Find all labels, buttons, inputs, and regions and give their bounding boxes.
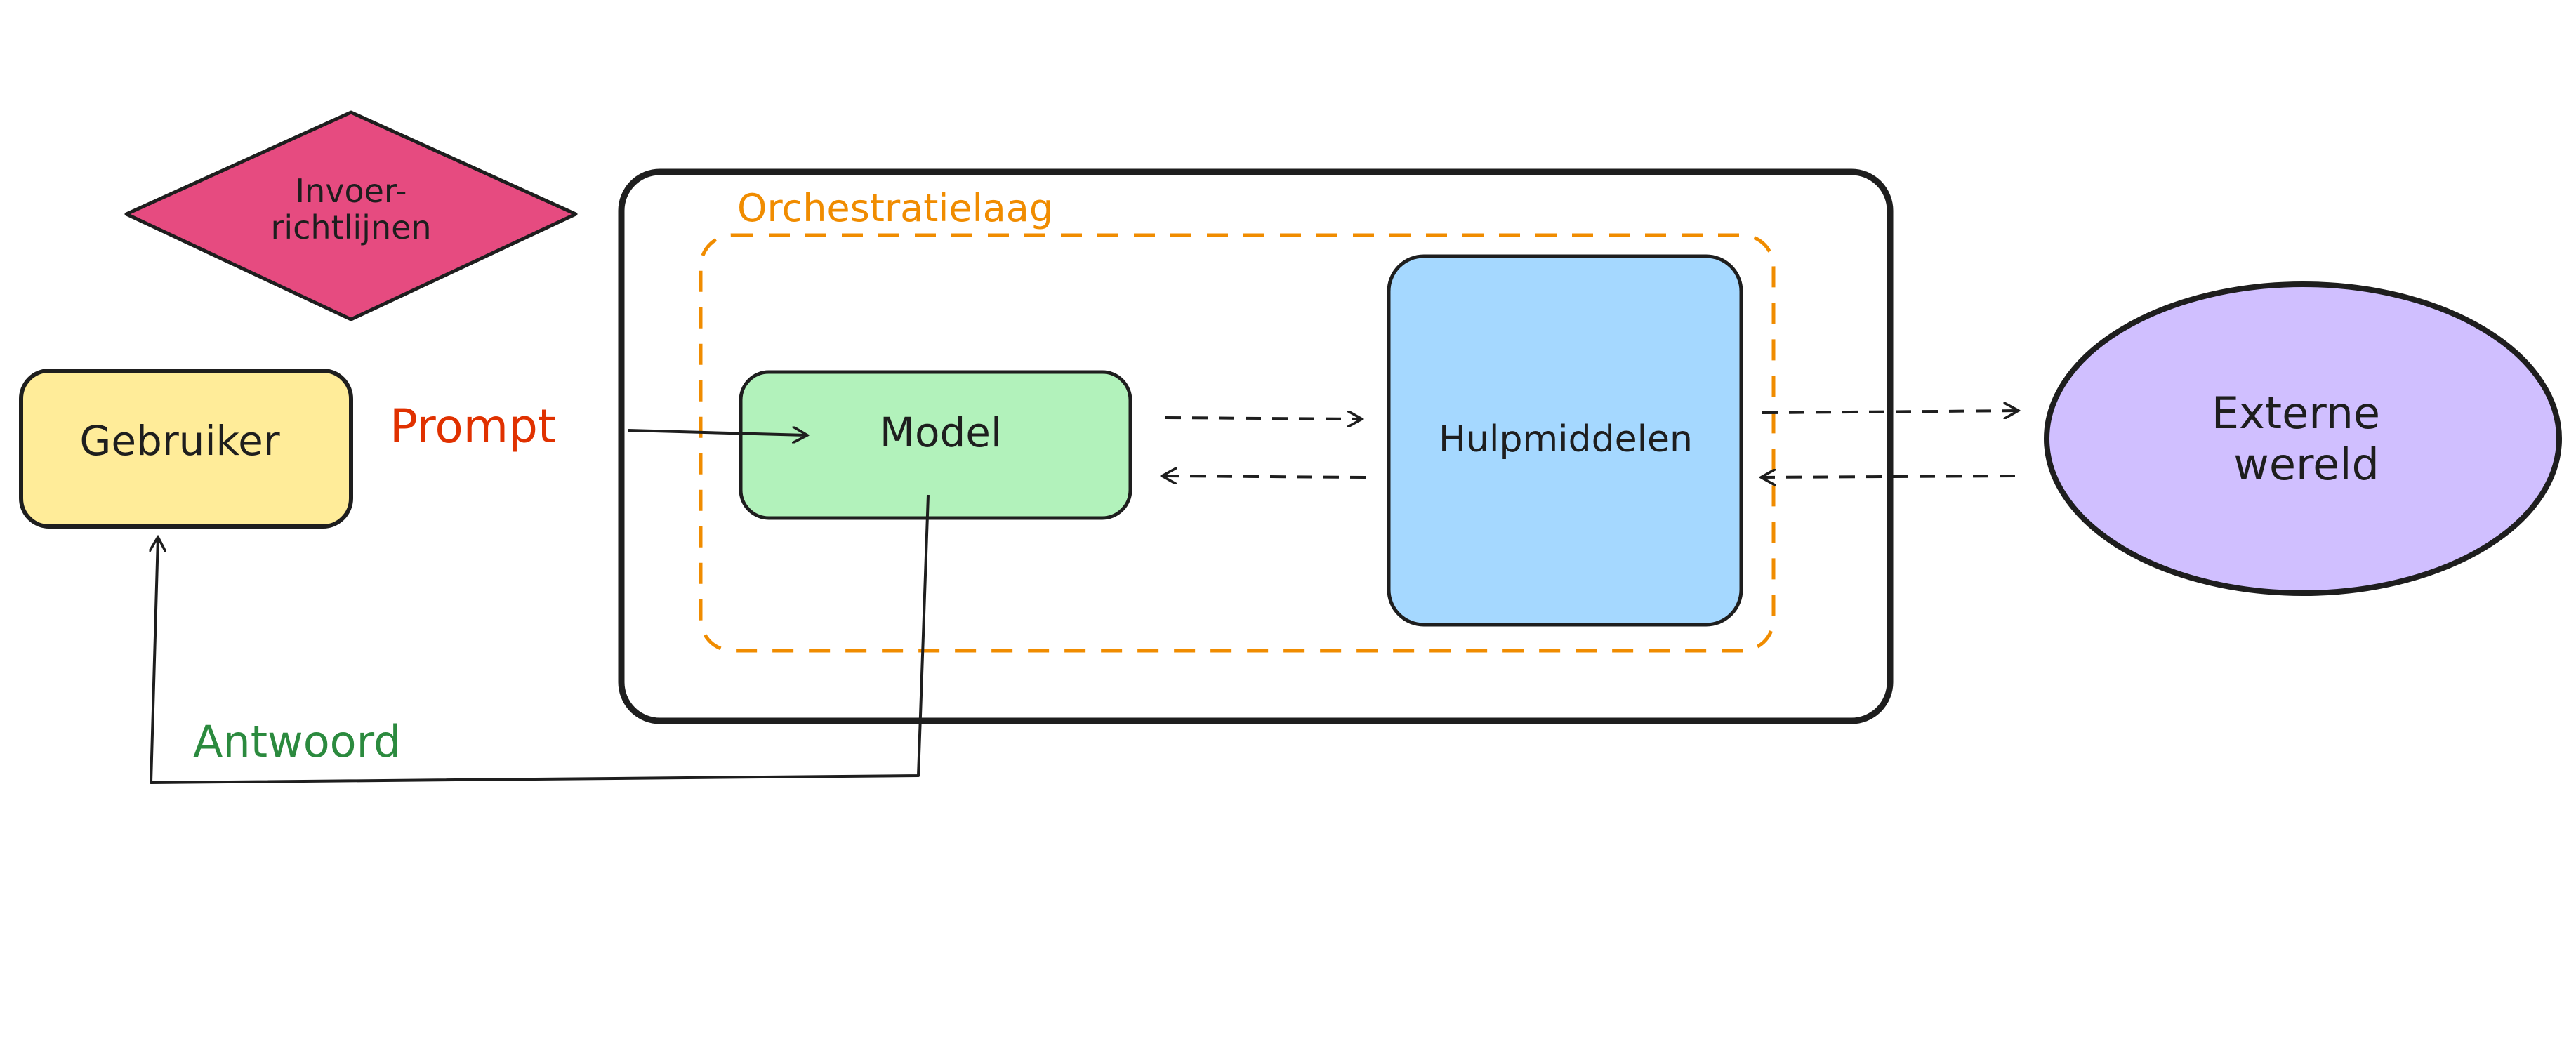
user-label: Gebruiker [79,417,279,465]
user-node[interactable]: Gebruiker [19,369,353,529]
model-to-tools-arrow [1165,418,1362,419]
guardrails-shape [124,110,578,321]
tools-to-model-arrow [1162,476,1366,477]
external-world-label-line2: wereld [2233,439,2379,490]
tools-node[interactable]: Hulpmiddelen [1387,254,1743,627]
prompt-label: Prompt [390,399,556,453]
tools-shape [1387,254,1743,627]
orchestration-layer-label: Orchestratielaag [737,186,1053,230]
guardrails-label-line2: richtlijnen [270,208,431,246]
model-node[interactable]: Model [739,370,1132,520]
model-shape [739,370,1132,520]
user-shape [19,369,353,529]
external-world-node[interactable]: Externe wereld [2044,281,2562,596]
tools-to-world-arrow [1762,411,2019,413]
prompt-arrow [628,430,807,435]
guardrails-node[interactable]: Invoer- richtlijnen [124,110,578,321]
answer-label: Antwoord [193,716,401,767]
answer-arrow [151,494,930,784]
external-world-shape [2044,281,2562,596]
model-label: Model [880,409,1002,456]
guardrails-label-line1: Invoer- [296,172,407,210]
external-world-label-line1: Externe [2212,387,2380,439]
tools-label: Hulpmiddelen [1439,418,1693,460]
orchestration-outer-frame [618,168,1894,724]
